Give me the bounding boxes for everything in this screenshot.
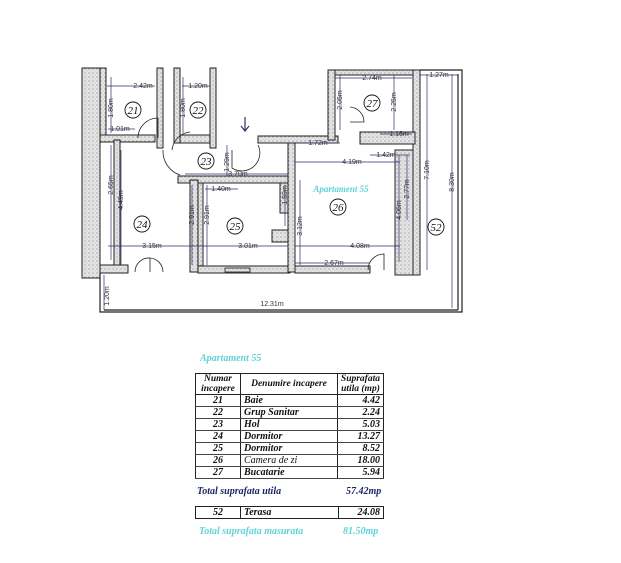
dim-label: 7.10m	[424, 160, 431, 180]
total-masurata-value: 81.50mp	[343, 526, 379, 537]
room-number-26: 26	[333, 202, 345, 214]
floor-plan: 2.42m 1.20m 1.80m 1.80m 1.01m 1.29m 3.70…	[81, 67, 463, 313]
dim-label: 1.29m	[224, 152, 231, 172]
room-number: 27	[195, 466, 241, 479]
room-name: Terasa	[240, 506, 339, 519]
room-name: Bucatarie	[240, 466, 338, 479]
dim-label: 2.65m	[108, 175, 115, 195]
header-name: Denumire incapere	[240, 373, 338, 395]
dim-label: 3.70m	[228, 171, 248, 178]
room-area: 8.52	[336, 442, 385, 455]
dim-label: 2.42m	[133, 83, 153, 90]
room-area: 2.24	[336, 406, 385, 419]
table-header-row: Numar incapere Denumire incapere Suprafa…	[195, 373, 385, 395]
room-area: 13.27	[336, 430, 385, 443]
room-number: 52	[195, 506, 241, 519]
table-title: Apartament 55	[200, 353, 262, 364]
walls	[81, 67, 421, 279]
dim-label: 1.27m	[429, 72, 449, 79]
room-name: Baie	[240, 394, 338, 407]
room-area: 5.03	[336, 418, 385, 431]
dim-label: 4.19m	[342, 159, 362, 166]
room-name: Dormitor	[240, 442, 338, 455]
dim-label: 1.16m	[389, 131, 409, 138]
total-masurata-label: Total suprafata masurata	[199, 526, 304, 537]
dim-label: 1.40m	[211, 186, 231, 193]
rooms-table: Numar incapere Denumire incapere Suprafa…	[195, 373, 385, 479]
apartment-label: Apartament 55	[312, 184, 369, 194]
room-number: 22	[195, 406, 241, 419]
room-area: 4.42	[336, 394, 385, 407]
room-area: 24.08	[338, 506, 384, 519]
room-number-22: 22	[193, 105, 205, 117]
dim-label: 1.59m	[282, 185, 289, 205]
room-area: 18.00	[336, 454, 385, 467]
dim-label: 4.08m	[350, 243, 370, 250]
room-number-52: 52	[431, 222, 443, 234]
dim-label: 2.91m	[189, 205, 196, 225]
dim-label: 2.91m	[204, 205, 211, 225]
dim-label: 3.12m	[297, 216, 304, 236]
dim-label: 8.30m	[449, 172, 456, 192]
room-number-24: 24	[137, 219, 149, 231]
dimension-labels: 2.42m 1.20m 1.80m 1.80m 1.01m 1.29m 3.70…	[104, 72, 456, 308]
room-name: Hol	[240, 418, 338, 431]
dim-label: 2.74m	[362, 75, 382, 82]
dim-label: 12.31m	[260, 301, 284, 308]
room-number-23: 23	[201, 156, 213, 168]
room-labels	[124, 94, 445, 236]
dim-label: 1.80m	[108, 98, 115, 118]
dimension-lines	[103, 74, 458, 310]
dim-label: 4.06m	[396, 200, 403, 220]
dim-label: 1.20m	[104, 286, 111, 306]
dim-label: 2.67m	[324, 260, 344, 267]
room-name: Dormitor	[240, 430, 338, 443]
arrow-down-icon	[240, 117, 250, 132]
dim-label: 1.72m	[308, 140, 328, 147]
total-utila-label: Total suprafata utila	[197, 486, 282, 497]
dim-label: 2.25m	[391, 92, 398, 112]
dim-label: 1.80m	[180, 98, 187, 118]
room-name: Camera de zi	[240, 454, 338, 467]
room-number: 23	[195, 418, 241, 431]
dim-label: 2.77m	[404, 179, 411, 199]
terrace-outline	[99, 69, 463, 313]
dim-label: 1.20m	[188, 83, 208, 90]
dim-label: 3.01m	[238, 243, 258, 250]
dim-label: 4.49m	[118, 190, 125, 210]
room-number-27: 27	[367, 98, 379, 110]
room-area: 5.94	[336, 466, 385, 479]
header-area: Suprafata utila (mp)	[336, 373, 385, 395]
header-number: Numar incapere	[195, 373, 241, 395]
room-number: 26	[195, 454, 241, 467]
dim-label: 2.05m	[337, 90, 344, 110]
total-utila-value: 57.42mp	[346, 486, 382, 497]
room-number-21: 21	[128, 105, 139, 117]
room-number: 21	[195, 394, 241, 407]
room-number: 24	[195, 430, 241, 443]
room-number-25: 25	[230, 221, 242, 233]
doors	[134, 106, 385, 273]
dim-label: 1.01m	[110, 126, 130, 133]
room-number: 25	[195, 442, 241, 455]
dim-label: 1.42m	[376, 152, 396, 159]
room-name: Grup Sanitar	[240, 406, 338, 419]
dim-label: 3.15m	[142, 243, 162, 250]
